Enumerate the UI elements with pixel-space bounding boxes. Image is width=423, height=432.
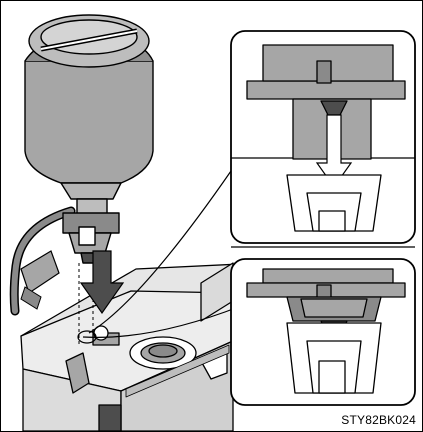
down-arrow-icon <box>79 250 125 315</box>
alignment-guides <box>78 263 94 346</box>
detail-panel-before <box>230 30 416 244</box>
figure-code: STY82BK024 <box>341 413 416 427</box>
sealant-bottle-icon <box>24 14 154 264</box>
detail-panel-after <box>230 258 416 406</box>
hose-icon <box>9 206 76 316</box>
compressor-unit <box>20 262 264 431</box>
detail-callout-lines <box>77 170 242 344</box>
